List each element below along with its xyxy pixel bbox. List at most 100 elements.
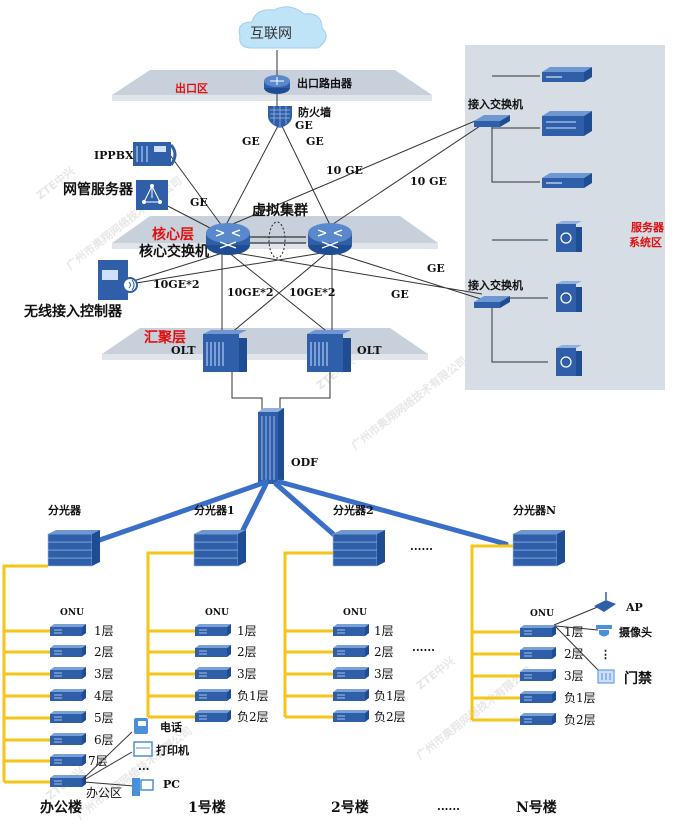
cable-bus [2,564,48,782]
floor-label: 2层 [374,645,394,659]
onu-icon [519,668,557,682]
olt-label: OLT [171,344,196,357]
link-label: GE [391,288,409,301]
onu-label: ONU [343,608,367,618]
links [129,50,548,410]
floor-label: 4层 [94,689,114,703]
splitter-label: 分光器N [513,503,556,517]
building-name: 1号楼 [188,799,226,816]
floor-label: 1层 [237,624,257,638]
floor-label: 负1层 [564,691,596,705]
floor-label: 5层 [94,711,114,725]
building-name: 2号楼 [331,799,369,816]
wireless-controller-label: 无线接入控制器 [23,303,123,320]
onu-label: ONU [60,608,84,618]
wireless-controller-icon [98,260,138,300]
splitter-icon [332,529,386,567]
floor-label: 负1层 [374,689,406,703]
server-zone-label: 系统区 [629,235,662,249]
link-label: 10 GE [410,175,447,188]
server-zone-panel [465,45,665,390]
onu-label: ONU [530,609,554,619]
link-label: 10GE*2 [227,286,274,299]
splitter-label: 分光器 [48,503,82,517]
onu-icon [194,709,232,723]
link-label: GE [427,262,445,275]
floor-label: 1层 [374,624,394,638]
onu-icon [519,712,557,726]
virtual-cluster-label: 虚拟集群 [252,202,308,219]
onu-icon [519,624,557,638]
core-switch-icon [307,222,353,256]
terminal-links [553,605,601,673]
svg-text:广州市奥翔网络技术有限公司: 广州市奥翔网络技术有限公司 [73,723,194,822]
terminal-more-label: ⋮ [600,648,611,661]
internet-label: 互联网 [250,26,292,42]
onu-icon [194,666,232,680]
aggregation-layer-label: 汇聚层 [144,330,186,346]
fiber-links [91,479,509,547]
printer-label: 打印机 [156,743,189,757]
phone-label: 电话 [160,720,182,734]
core-layer-plane [112,216,438,249]
odf-label: ODF [291,456,318,469]
cable-bus [146,551,194,717]
access-switch-label: 接入交换机 [468,97,523,111]
onu-icon [49,644,87,658]
floor-label: 3层 [237,667,257,681]
link-label: GE [190,196,208,209]
splitter-icon [47,529,101,567]
onu-icon [194,688,232,702]
floor-label: 2层 [564,647,584,661]
svg-text:广州市奥翔网络技术有限公司: 广州市奥翔网络技术有限公司 [348,353,469,452]
camera-icon [596,625,612,637]
network-management-server-label: 网管服务器 [63,181,134,198]
splitter-icon [193,529,247,567]
onu-label: ONU [205,608,229,618]
onu-icon [49,623,87,637]
cable-bus [470,544,513,720]
floor-label: 负1层 [237,689,269,703]
building-name: N号楼 [516,799,557,816]
pc-label: PC [163,778,180,791]
onu-icon [49,666,87,680]
pc-icon [132,778,154,796]
link-label: 10GE*2 [289,286,336,299]
access-control-label: 门禁 [624,670,652,687]
firewall-label: 防火墙 [298,105,331,119]
server-device-icon [541,66,593,83]
floor-label: 负2层 [237,710,269,724]
onu-icon [519,690,557,704]
link-label: GE [306,135,324,148]
phone-icon [134,718,148,734]
onu-icon [49,710,87,724]
link-label: 10 GE [326,164,363,177]
exit-router-label: 出口路由器 [297,76,353,90]
onu-icon [49,732,87,746]
firewall-icon [268,106,292,128]
core-switch-icon [205,222,251,256]
floor-gap: ...... [412,641,435,654]
floor-label: 3层 [374,667,394,681]
link-label: GE [295,119,313,132]
bottom-gap: ...... [437,800,460,813]
floor-label: 3层 [94,667,114,681]
floor-label: 2层 [237,645,257,659]
access-control-icon [597,669,615,684]
server-device-icon [541,172,593,189]
onu-icon [332,644,370,658]
network-management-server-icon [136,180,168,210]
floor-label: 2层 [94,645,114,659]
office-links [83,731,135,787]
exit-zone-label: 出口区 [175,81,208,95]
camera-label: 摄像头 [619,625,652,639]
building-name: 办公楼 [40,799,82,816]
printer-icon [133,741,153,757]
floor-label: 6层 [94,733,114,747]
splitter-label: 分光器1 [194,503,235,517]
splitter-label: 分光器2 [333,503,374,517]
office-area-label: 办公区 [86,785,122,800]
ap-icon [594,592,616,612]
